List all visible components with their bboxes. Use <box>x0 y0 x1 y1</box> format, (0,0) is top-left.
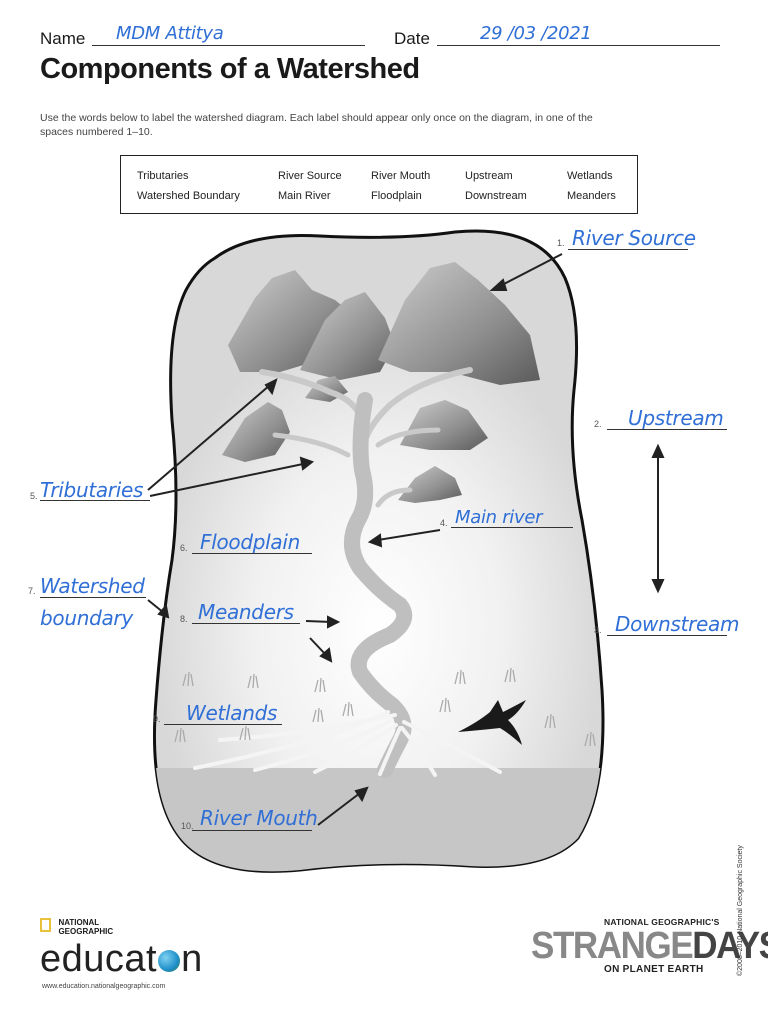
answer-line-10[interactable] <box>192 830 312 831</box>
date-value: 29 /03 /2021 <box>480 23 592 44</box>
word-watershed-boundary: Watershed Boundary <box>137 190 240 202</box>
label-number-3: 3. <box>594 625 602 635</box>
label-number-6: 6. <box>180 543 188 553</box>
ng-line1: NATIONAL <box>58 918 100 927</box>
name-label: Name <box>40 29 86 48</box>
word-downstream: Downstream <box>465 190 527 202</box>
answer-8: Meanders <box>198 600 294 624</box>
strange-days-top: NATIONAL GEOGRAPHIC'S <box>604 917 720 927</box>
mountain-icon <box>222 402 290 462</box>
strange-text: STRANGE <box>531 925 694 967</box>
answer-line-4[interactable] <box>451 527 573 528</box>
education-text-post: n <box>181 938 203 980</box>
word-river-mouth: River Mouth <box>371 170 431 182</box>
label-number-8: 8. <box>180 614 188 624</box>
grass-icon <box>174 667 596 747</box>
label-number-10: 10. <box>181 821 194 831</box>
word-upstream: Upstream <box>465 170 513 182</box>
label-number-1: 1. <box>557 238 565 248</box>
answer-5: Tributaries <box>40 478 144 502</box>
ng-line2: GEOGRAPHIC <box>58 927 114 936</box>
word-meanders: Meanders <box>567 190 616 202</box>
globe-icon <box>158 950 181 972</box>
answer-9: Wetlands <box>186 701 278 725</box>
name-line[interactable] <box>92 45 365 46</box>
page-title: Components of a Watershed <box>40 53 420 85</box>
mountain-icon <box>400 400 488 450</box>
footer-url[interactable]: www.education.nationalgeographic.com <box>42 983 166 990</box>
strange-days-bottom: ON PLANET EARTH <box>604 964 704 975</box>
sea-band <box>154 768 603 872</box>
date-label: Date <box>394 29 430 48</box>
word-main-river: Main River <box>278 190 331 202</box>
word-river-source: River Source <box>278 170 342 182</box>
copyright-text: ©2008–2010 National Geographic Society <box>737 845 744 976</box>
label-number-4: 4. <box>440 518 448 528</box>
answer-line-2[interactable] <box>607 429 727 430</box>
instructions: Use the words below to label the watersh… <box>40 112 593 138</box>
word-floodplain: Floodplain <box>371 190 422 202</box>
name-value: MDM Attitya <box>116 23 224 44</box>
answer-line-7[interactable] <box>40 597 146 598</box>
answer-7-line2: boundary <box>40 606 133 630</box>
answer-10: River Mouth <box>200 806 318 830</box>
ng-yellow-box-icon <box>40 918 51 932</box>
answer-7: Watershed <box>40 574 145 598</box>
education-text-pre: educat <box>40 938 158 980</box>
strange-days-logo: STRANGEDAYS <box>531 925 768 968</box>
label-number-5: 5. <box>30 491 38 501</box>
answer-6: Floodplain <box>200 530 300 554</box>
answer-2: Upstream <box>628 406 724 430</box>
mountain-icon <box>300 292 395 380</box>
answer-line-9[interactable] <box>164 724 282 725</box>
label-number-2: 2. <box>594 419 602 429</box>
word-tributaries: Tributaries <box>137 170 189 182</box>
word-bank: Tributaries River Source River Mouth Ups… <box>120 155 638 214</box>
label-number-9: 9. <box>153 714 161 724</box>
answer-line-1[interactable] <box>568 249 688 250</box>
word-wetlands: Wetlands <box>567 170 613 182</box>
answer-line-3[interactable] <box>607 635 727 636</box>
answer-line-6[interactable] <box>192 553 312 554</box>
days-text: DAYS <box>692 925 768 967</box>
answer-line-8[interactable] <box>192 623 300 624</box>
date-line[interactable] <box>437 45 720 46</box>
answer-3: Downstream <box>615 612 740 636</box>
answer-4: Main river <box>455 507 543 528</box>
label-number-7: 7. <box>28 586 36 596</box>
mountain-icon <box>398 466 462 503</box>
bird-icon <box>458 700 526 745</box>
mountain-icon <box>378 262 540 385</box>
answer-line-5[interactable] <box>40 500 150 501</box>
answer-1: River Source <box>572 226 696 250</box>
